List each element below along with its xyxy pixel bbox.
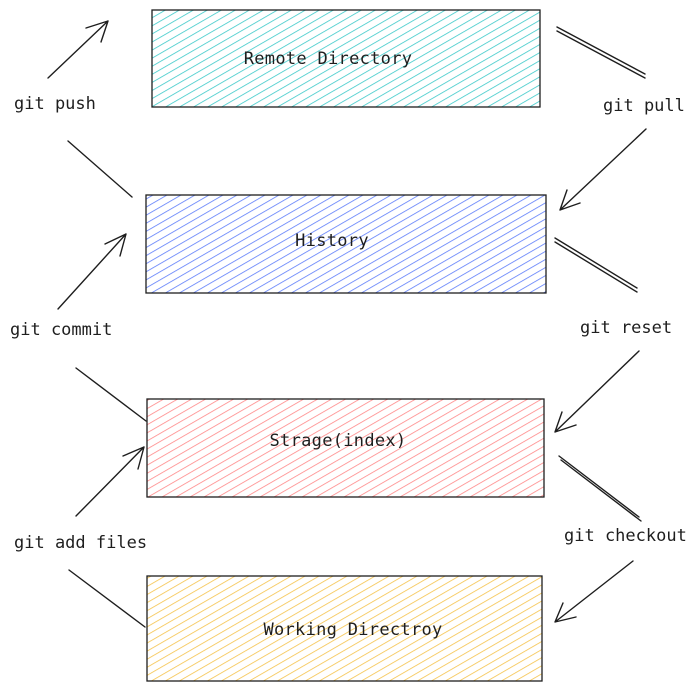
git-commit-label: git commit xyxy=(10,320,112,340)
remote-directory-label: Remote Directory xyxy=(244,49,413,69)
staging-rect xyxy=(146,398,545,498)
git-add-files-connector: git add files xyxy=(14,446,147,628)
git-push-arrow xyxy=(47,20,109,79)
git-commit-arrow xyxy=(57,233,127,310)
git-add-files-arrow xyxy=(75,446,145,517)
working-directory-label: Working Directroy xyxy=(263,620,442,640)
remote-directory-box: Remote Directory xyxy=(151,9,541,108)
staging-box: Strage(index) xyxy=(146,398,545,498)
git-reset-label: git reset xyxy=(580,318,672,338)
git-checkout-tail-line xyxy=(558,455,642,522)
git-checkout-arrow xyxy=(554,560,634,623)
staging-label: Strage(index) xyxy=(270,431,407,451)
history-label: History xyxy=(295,231,369,251)
working-directory-rect xyxy=(146,575,543,682)
working-directory-box: Working Directroy xyxy=(146,575,543,682)
git-add-files-tail-line xyxy=(68,569,146,628)
git-commit-tail-line xyxy=(75,367,147,422)
history-rect xyxy=(145,194,547,294)
git-checkout-connector: git checkout xyxy=(554,455,687,623)
git-push-tail-line xyxy=(67,140,133,198)
git-reset-arrow xyxy=(554,350,640,433)
remote-directory-rect xyxy=(151,9,541,108)
git-push-connector: git push xyxy=(14,20,133,198)
git-pull-connector: git pull xyxy=(556,26,685,211)
git-reset-tail-line xyxy=(554,237,638,293)
git-push-label: git push xyxy=(14,94,96,114)
git-reset-connector: git reset xyxy=(554,237,672,433)
git-pull-arrow xyxy=(559,128,647,211)
git-pull-tail-line xyxy=(556,26,646,79)
git-add-files-label: git add files xyxy=(14,533,147,553)
git-checkout-label: git checkout xyxy=(564,526,687,546)
history-box: History xyxy=(145,194,547,294)
git-pull-label: git pull xyxy=(603,96,685,116)
git-commit-connector: git commit xyxy=(10,233,147,422)
